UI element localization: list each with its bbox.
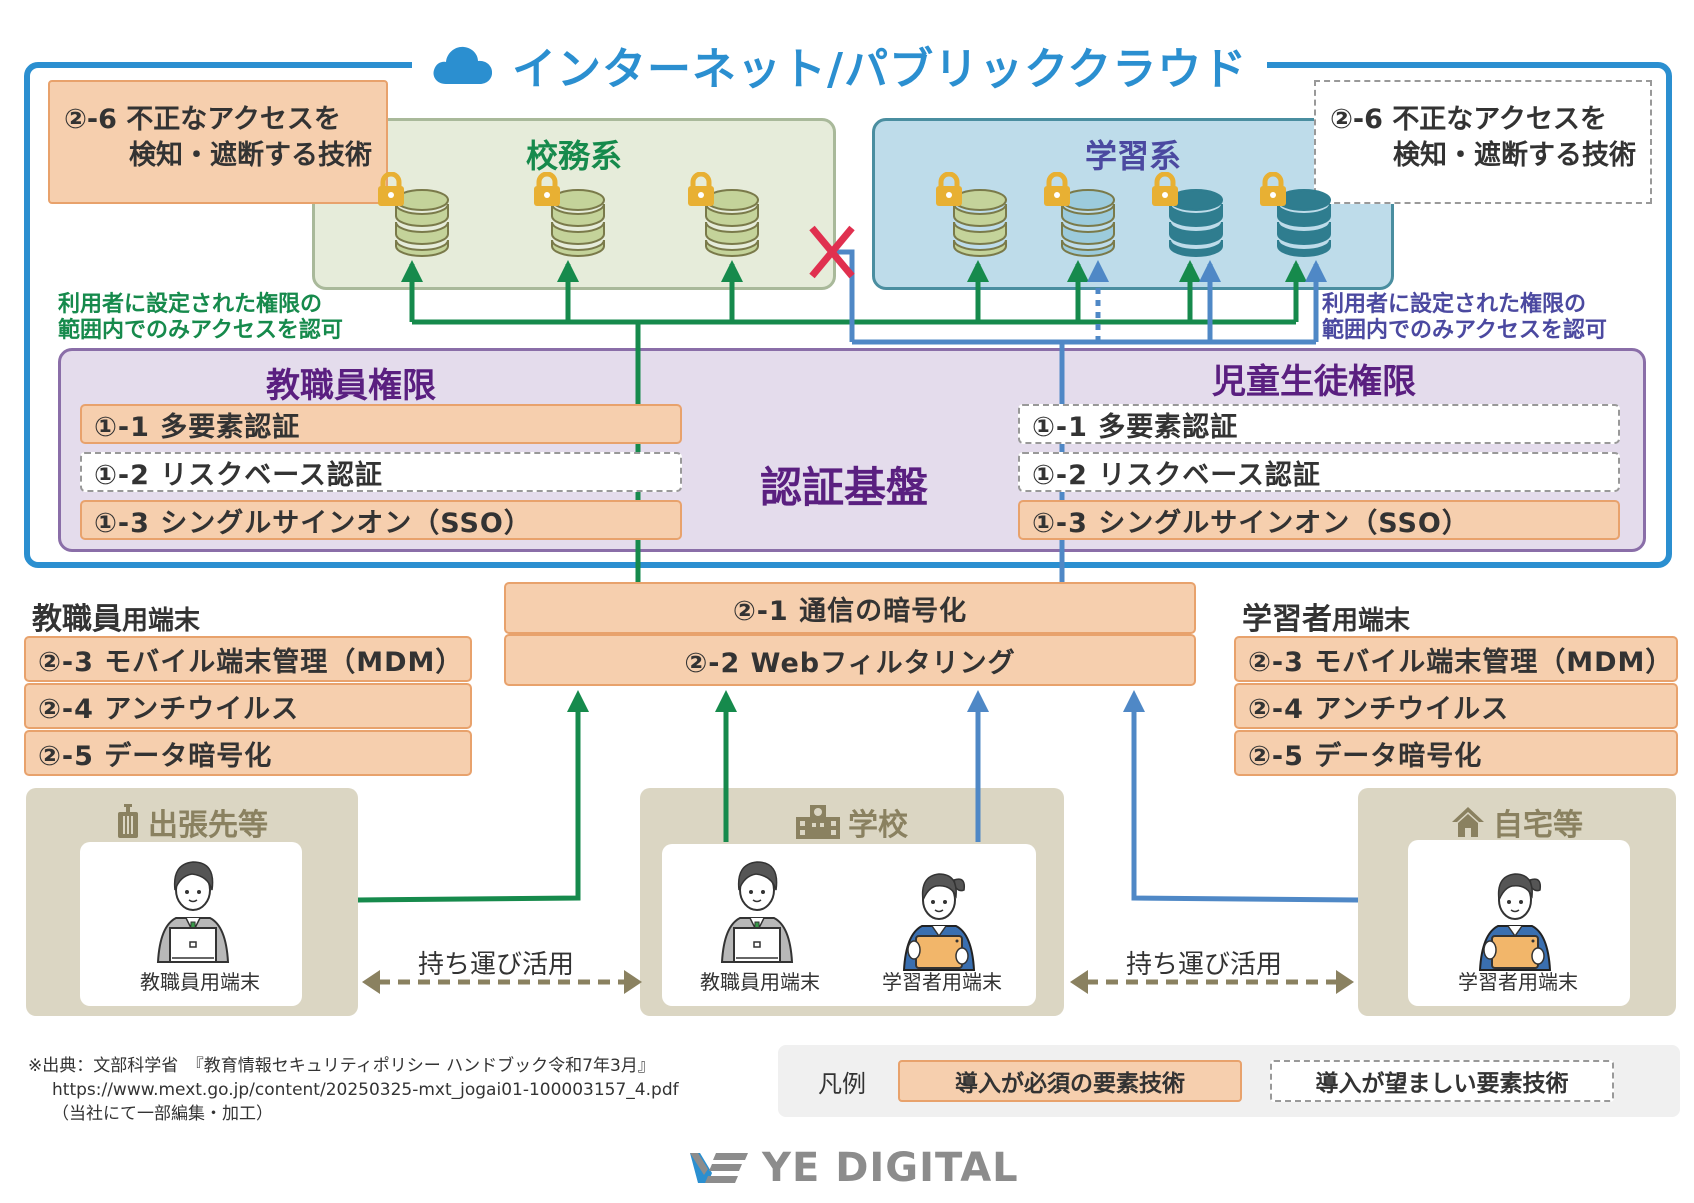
network-item: ②-2 Webフィルタリング (504, 634, 1196, 686)
staff-device-heading: 教職員用端末 (32, 594, 200, 638)
location-title-text: 出張先等 (148, 808, 268, 843)
cloud-title: インターネット/パブリッククラウド (512, 44, 1248, 95)
learning-database-icon (950, 188, 1010, 258)
staff-device-item: ②-4 アンチウイルス (24, 683, 472, 729)
legend-label: 凡例 (818, 1069, 866, 1098)
device-label: 教職員用端末 (700, 970, 820, 994)
lock-icon (1258, 171, 1288, 208)
legend-recommended: 導入が望ましい要素技術 (1270, 1060, 1614, 1102)
staff-auth-item: ①-3 シングルサインオン（SSO） (80, 500, 682, 540)
carry-label: 持ち運び活用 (1126, 950, 1283, 980)
device-card (1408, 840, 1630, 1006)
learner-device-item: ②-4 アンチウイルス (1234, 683, 1678, 729)
note-line2: 範囲内でのみアクセスを認可 (58, 318, 343, 344)
lock-icon (686, 171, 716, 208)
location-title-text: 学校 (848, 808, 908, 843)
legend: 凡例 導入が必須の要素技術 導入が望ましい要素技術 (778, 1045, 1680, 1117)
student-auth-item: ①-2 リスクベース認証 (1018, 452, 1620, 492)
network-arrow-staff (715, 690, 737, 712)
source-note: （当社にて一部編集・加工） (52, 1103, 273, 1124)
note-line1: 利用者に設定された権限の (1322, 292, 1587, 317)
staff-person-laptop-icon (712, 854, 802, 964)
access-note-learner: 利用者に設定された権限の 範囲内でのみアクセスを認可 (1322, 292, 1607, 345)
student-auth-item: ①-1 多要素認証 (1018, 404, 1620, 444)
lock-icon (1042, 171, 1072, 208)
learning-database-icon (1274, 188, 1334, 258)
carry-label: 持ち運び活用 (418, 950, 575, 980)
heading-main: 教職員 (32, 602, 122, 637)
learning-database-icon (1058, 188, 1118, 258)
admin-database-icon (392, 188, 452, 258)
detection-line2: 検知・遮断する技術 (1393, 140, 1636, 172)
staff-auth-item: ①-2 リスクベース認証 (80, 452, 682, 492)
staff-device-item: ②-3 モバイル端末管理（MDM） (24, 636, 472, 682)
lock-icon (934, 171, 964, 208)
lock-icon (532, 171, 562, 208)
logo-mark-icon (690, 1153, 748, 1183)
device-label: 教職員用端末 (140, 970, 260, 994)
lock-icon (376, 171, 406, 208)
network-arrow-staff (567, 690, 589, 712)
detection-line1: ②-6 不正なアクセスを (64, 104, 341, 135)
detection-line2: 検知・遮断する技術 (129, 140, 372, 172)
network-arrow-learner (1123, 690, 1145, 712)
student-permission-title: 児童生徒権限 (1212, 362, 1416, 402)
student-auth-item: ①-3 シングルサインオン（SSO） (1018, 500, 1620, 540)
carry-arrow-left (362, 970, 380, 994)
logo-text: YE DIGITAL (762, 1145, 1019, 1191)
device-label: 学習者用端末 (1458, 970, 1578, 994)
lock-icon (1150, 171, 1180, 208)
network-item: ②-1 通信の暗号化 (504, 582, 1196, 634)
learner-person-tablet-icon (1470, 862, 1560, 972)
admin-database-icon (702, 188, 762, 258)
detection-box-recommended: ②-6 不正なアクセスを 検知・遮断する技術 (1314, 80, 1652, 204)
carry-arrow-left (1070, 970, 1088, 994)
admin-system-title: 校務系 (525, 137, 622, 175)
school-icon (796, 805, 840, 839)
learner-device-item: ②-5 データ暗号化 (1234, 730, 1678, 776)
network-arrow-learner (967, 690, 989, 712)
home-icon (1452, 807, 1484, 837)
device-card (662, 844, 1036, 1006)
note-line1: 利用者に設定された権限の (58, 292, 323, 317)
heading-sub: 用端末 (1332, 606, 1411, 636)
staff-permission-title: 教職員権限 (266, 366, 436, 406)
detection-box-required: ②-6 不正なアクセスを 検知・遮断する技術 (48, 80, 388, 204)
suitcase-icon (118, 804, 138, 838)
staff-auth-item: ①-1 多要素認証 (80, 404, 682, 444)
cloud-title-group: インターネット/パブリッククラウド (412, 30, 1268, 100)
heading-sub: 用端末 (122, 606, 201, 636)
admin-database-icon (548, 188, 608, 258)
source-citation: ※出典：文部科学省 『教育情報セキュリティポリシー ハンドブック令和7年3月』 … (28, 1055, 679, 1126)
auth-platform-label: 認証基盤 (760, 463, 929, 512)
cloud-icon (433, 46, 493, 84)
source-url: https://www.mext.go.jp/content/20250325-… (52, 1079, 679, 1100)
location-title-text: 自宅等 (1493, 808, 1583, 843)
learner-person-tablet-icon (894, 862, 984, 972)
location-title: 学校 (640, 800, 1064, 844)
source-line: ※出典：文部科学省 『教育情報セキュリティポリシー ハンドブック令和7年3月』 (28, 1056, 655, 1076)
staff-device-item: ②-5 データ暗号化 (24, 730, 472, 776)
access-note-staff: 利用者に設定された権限の 範囲内でのみアクセスを認可 (58, 292, 343, 345)
location-title: 自宅等 (1358, 800, 1676, 844)
location-school: 学校 (640, 788, 1064, 1016)
company-logo: YE DIGITAL (690, 1145, 1019, 1191)
carry-arrow-right (1336, 970, 1354, 994)
heading-main: 学習者 (1242, 602, 1332, 637)
location-title: 出張先等 (26, 800, 358, 844)
learner-device-item: ②-3 モバイル端末管理（MDM） (1234, 636, 1678, 682)
staff-person-laptop-icon (148, 854, 238, 964)
learning-database-icon (1166, 188, 1226, 258)
legend-required: 導入が必須の要素技術 (898, 1060, 1242, 1102)
detection-line1: ②-6 不正なアクセスを (1330, 104, 1607, 135)
device-label: 学習者用端末 (882, 970, 1002, 994)
note-line2: 範囲内でのみアクセスを認可 (1322, 318, 1607, 344)
learner-device-heading: 学習者用端末 (1242, 594, 1410, 638)
learning-system-title: 学習系 (1084, 137, 1181, 175)
